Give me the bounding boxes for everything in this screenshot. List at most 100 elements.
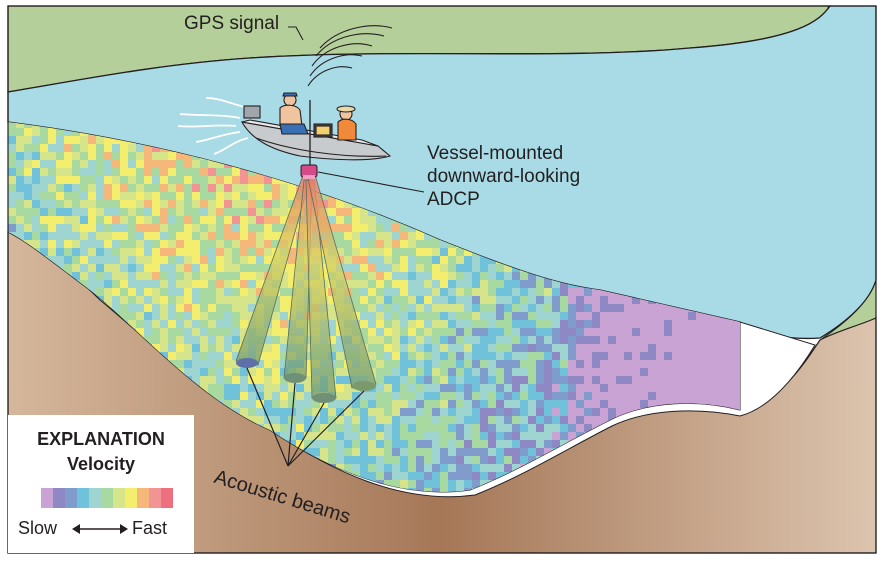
- velocity-cell: [80, 208, 89, 217]
- velocity-cell: [576, 384, 585, 393]
- velocity-cell: [136, 328, 145, 337]
- velocity-cell: [504, 408, 513, 417]
- velocity-cell: [160, 232, 169, 241]
- velocity-cell: [272, 240, 281, 249]
- velocity-cell: [256, 184, 265, 193]
- velocity-cell: [368, 304, 377, 313]
- velocity-cell: [264, 208, 273, 217]
- velocity-cell: [392, 272, 401, 281]
- velocity-cell: [280, 288, 289, 297]
- velocity-cell: [368, 272, 377, 281]
- velocity-cell: [328, 328, 337, 337]
- velocity-cell: [672, 360, 681, 369]
- velocity-cell: [512, 280, 521, 289]
- velocity-cell: [528, 456, 537, 465]
- velocity-cell: [96, 264, 105, 273]
- velocity-cell: [120, 144, 129, 153]
- velocity-cell: [80, 256, 89, 265]
- velocity-cell: [480, 360, 489, 369]
- velocity-cell: [112, 256, 121, 265]
- velocity-cell: [192, 336, 201, 345]
- velocity-cell: [56, 168, 65, 177]
- velocity-cell: [200, 192, 209, 201]
- velocity-cell: [400, 424, 409, 433]
- velocity-cell: [320, 432, 329, 441]
- velocity-cell: [216, 344, 225, 353]
- velocity-cell: [248, 176, 257, 185]
- velocity-cell: [544, 360, 553, 369]
- velocity-cell: [112, 152, 121, 161]
- velocity-cell: [456, 480, 465, 489]
- velocity-cell: [336, 400, 345, 409]
- velocity-cell: [480, 472, 489, 481]
- velocity-cell: [152, 312, 161, 321]
- velocity-cell: [704, 392, 713, 401]
- velocity-cell: [344, 440, 353, 449]
- velocity-cell: [672, 344, 681, 353]
- velocity-cell: [200, 304, 209, 313]
- velocity-cell: [736, 344, 740, 353]
- velocity-cell: [360, 336, 369, 345]
- velocity-cell: [64, 192, 73, 201]
- velocity-cell: [376, 456, 385, 465]
- velocity-cell: [464, 248, 473, 257]
- velocity-cell: [424, 256, 433, 265]
- velocity-cell: [576, 344, 585, 353]
- velocity-cell: [416, 400, 425, 409]
- velocity-cell: [560, 408, 569, 417]
- velocity-cell: [280, 296, 289, 305]
- velocity-cell: [704, 344, 713, 353]
- velocity-cell: [216, 200, 225, 209]
- velocity-cell: [424, 320, 433, 329]
- velocity-cell: [144, 256, 153, 265]
- velocity-cell: [224, 272, 233, 281]
- velocity-cell: [264, 376, 273, 385]
- velocity-cell: [256, 272, 265, 281]
- velocity-cell: [608, 400, 617, 409]
- velocity-cell: [144, 208, 153, 217]
- velocity-cell: [376, 240, 385, 249]
- velocity-cell: [568, 392, 577, 401]
- velocity-cell: [616, 360, 625, 369]
- velocity-cell: [496, 472, 505, 481]
- velocity-cell: [448, 400, 457, 409]
- velocity-cell: [472, 288, 481, 297]
- velocity-cell: [96, 248, 105, 257]
- velocity-cell: [168, 288, 177, 297]
- velocity-cell: [464, 344, 473, 353]
- velocity-cell: [496, 264, 505, 273]
- velocity-cell: [216, 184, 225, 193]
- velocity-cell: [400, 456, 409, 465]
- velocity-cell: [608, 408, 617, 417]
- velocity-cell: [728, 320, 737, 329]
- velocity-cell: [400, 320, 409, 329]
- velocity-cell: [344, 368, 353, 377]
- velocity-cell: [472, 312, 481, 321]
- velocity-cell: [536, 336, 545, 345]
- velocity-cell: [304, 368, 313, 377]
- velocity-cell: [176, 248, 185, 257]
- velocity-cell: [720, 384, 729, 393]
- velocity-cell: [552, 424, 561, 433]
- velocity-cell: [280, 408, 289, 417]
- velocity-cell: [184, 368, 193, 377]
- velocity-cell: [224, 400, 233, 409]
- velocity-cell: [72, 168, 81, 177]
- velocity-cell: [648, 384, 657, 393]
- velocity-cell: [280, 200, 289, 209]
- velocity-cell: [64, 248, 73, 257]
- velocity-cell: [392, 240, 401, 249]
- velocity-cell: [440, 312, 449, 321]
- velocity-cell: [488, 304, 497, 313]
- velocity-cell: [448, 336, 457, 345]
- velocity-cell: [248, 400, 257, 409]
- velocity-cell: [80, 168, 89, 177]
- velocity-cell: [64, 168, 73, 177]
- velocity-cell: [120, 152, 129, 161]
- velocity-cell: [216, 280, 225, 289]
- velocity-cell: [256, 176, 265, 185]
- velocity-cell: [616, 328, 625, 337]
- velocity-cell: [664, 320, 673, 329]
- velocity-cell: [344, 448, 353, 457]
- velocity-cell: [440, 424, 449, 433]
